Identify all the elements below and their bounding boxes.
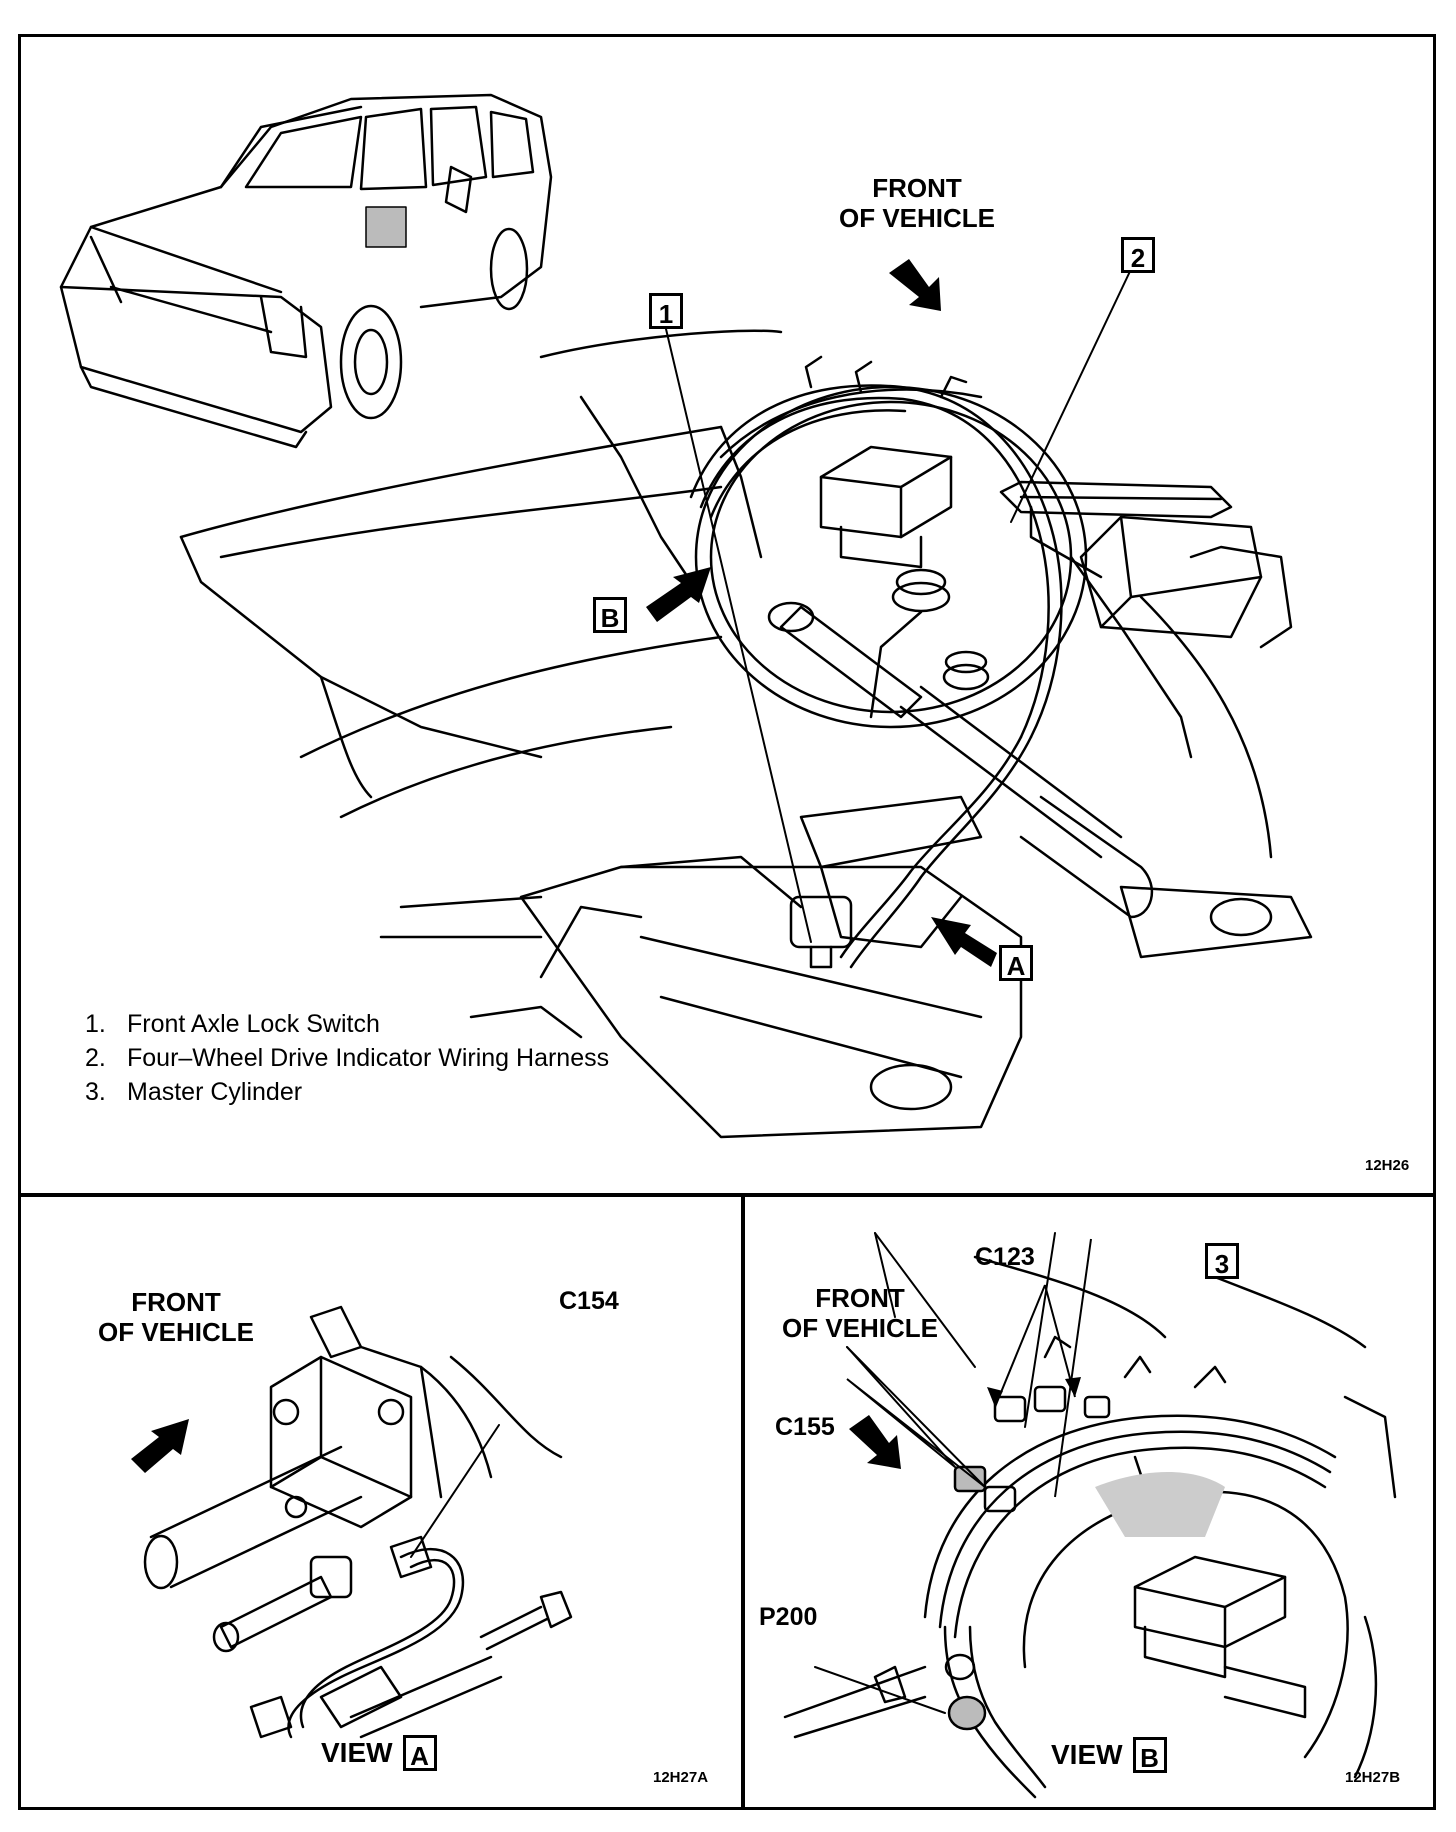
engine-compartment-illustration [59,93,1313,1139]
front-axle-lock-switch-shape [789,895,853,969]
view-title-box-a: A [402,1735,437,1771]
connector-clip [249,1695,293,1739]
wiring-harness [689,355,1063,969]
view-b-illustration [783,1232,1397,1799]
legend-num-3: 3. [85,1078,106,1106]
callout-3: 3 [1205,1243,1239,1279]
callout-a: A [999,945,1033,981]
figure-id-view-b: 12H27B [1345,1769,1401,1786]
axle-housing [269,1305,563,1529]
callout-2: 2 [1121,237,1155,273]
connector-c123-label: C123 [975,1243,1035,1271]
front-of-vehicle-label-view-a: FRONT OF VEHICLE [81,1287,271,1347]
c155-leader-lines [846,1378,986,1488]
front-arrow-b-shape [849,1415,901,1469]
view-b-title: VIEW B [1051,1737,1167,1773]
main-diagram-panel: FRONT OF VEHICLE 1 2 B A 1. Front Axle Lo… [18,34,1436,1196]
parts-legend: 1. Front Axle Lock Switch 2. Four–Wheel Dr… [85,1007,609,1109]
shaded-region [1095,1472,1225,1537]
c154-leader-line [410,1424,500,1558]
view-title-text: VIEW [1051,1739,1123,1770]
connector-c154-label: C154 [559,1287,619,1315]
view-a-arrow [931,917,997,967]
view-title-box-b: B [1132,1737,1167,1773]
p200-hose [783,1625,1047,1799]
legend-num-1: 1. [85,1010,106,1038]
view-title-text: VIEW [321,1737,393,1768]
view-b-arrow [646,567,711,622]
fender-outline [179,329,1273,859]
front-label-line-2: OF VEHICLE [838,203,995,233]
callout-3-leader [1054,1238,1092,1498]
front-of-vehicle-label-top: FRONT OF VEHICLE [827,173,1007,233]
legend-text-2: Four–Wheel Drive Indicator Wiring Harnes… [127,1044,610,1072]
vehicle-thumbnail [59,93,553,449]
background-structure [973,1255,1397,1779]
view-b-leader-lines [814,1232,1056,1714]
mounting-bolt [349,1590,573,1739]
figure-id-view-a: 12H27A [653,1769,709,1786]
legend-item-1: 1. Front Axle Lock Switch [85,1007,609,1041]
front-of-vehicle-label-view-b: FRONT OF VEHICLE [765,1283,955,1343]
callout-b: B [593,597,627,633]
figure-id-top: 12H26 [1365,1157,1410,1174]
front-arrow-top [889,259,941,311]
connector-bundle [953,1335,1227,1513]
master-cylinder [819,445,953,569]
view-b-panel: FRONT OF VEHICLE C123 C155 P200 3 VIEW B… [742,1194,1436,1810]
brake-line-coils [869,568,990,719]
steering-shaft [767,601,1153,919]
connector-c155-label: C155 [775,1413,835,1441]
c123-arrowhead-1 [987,1387,1003,1407]
wiring-loop [287,1535,465,1739]
callout-leader-lines [665,264,1134,943]
view-b-arrows [846,1238,1092,1498]
front-label-line-1: FRONT [815,1283,905,1313]
front-label-line-1: FRONT [131,1287,221,1317]
front-label-line-2: OF VEHICLE [781,1313,938,1343]
connector-p200-label: P200 [759,1603,818,1631]
booster-arcs [923,1414,1349,1759]
front-label-line-1: FRONT [872,173,962,203]
master-cylinder-view-b [1133,1555,1307,1719]
front-arrow-view-a [131,1419,189,1473]
legend-item-3: 3. Master Cylinder [85,1075,609,1109]
legend-text-1: Front Axle Lock Switch [127,1010,380,1038]
axle-tube [143,1445,363,1590]
legend-num-2: 2. [85,1044,106,1072]
legend-item-2: 2. Four–Wheel Drive Indicator Wiring Harn… [85,1041,609,1075]
view-a-title: VIEW A [321,1735,437,1771]
view-a-panel: FRONT OF VEHICLE C154 VIEW A 12H27A [18,1194,744,1810]
front-label-line-2: OF VEHICLE [97,1317,254,1347]
switch-body [212,1555,353,1653]
legend-text-3: Master Cylinder [127,1078,303,1106]
view-a-illustration [131,1305,573,1739]
callout-1: 1 [649,293,683,329]
c123-leader-lines [994,1284,1076,1408]
abs-module [999,480,1293,649]
c123-arrowhead-2 [1065,1377,1081,1397]
